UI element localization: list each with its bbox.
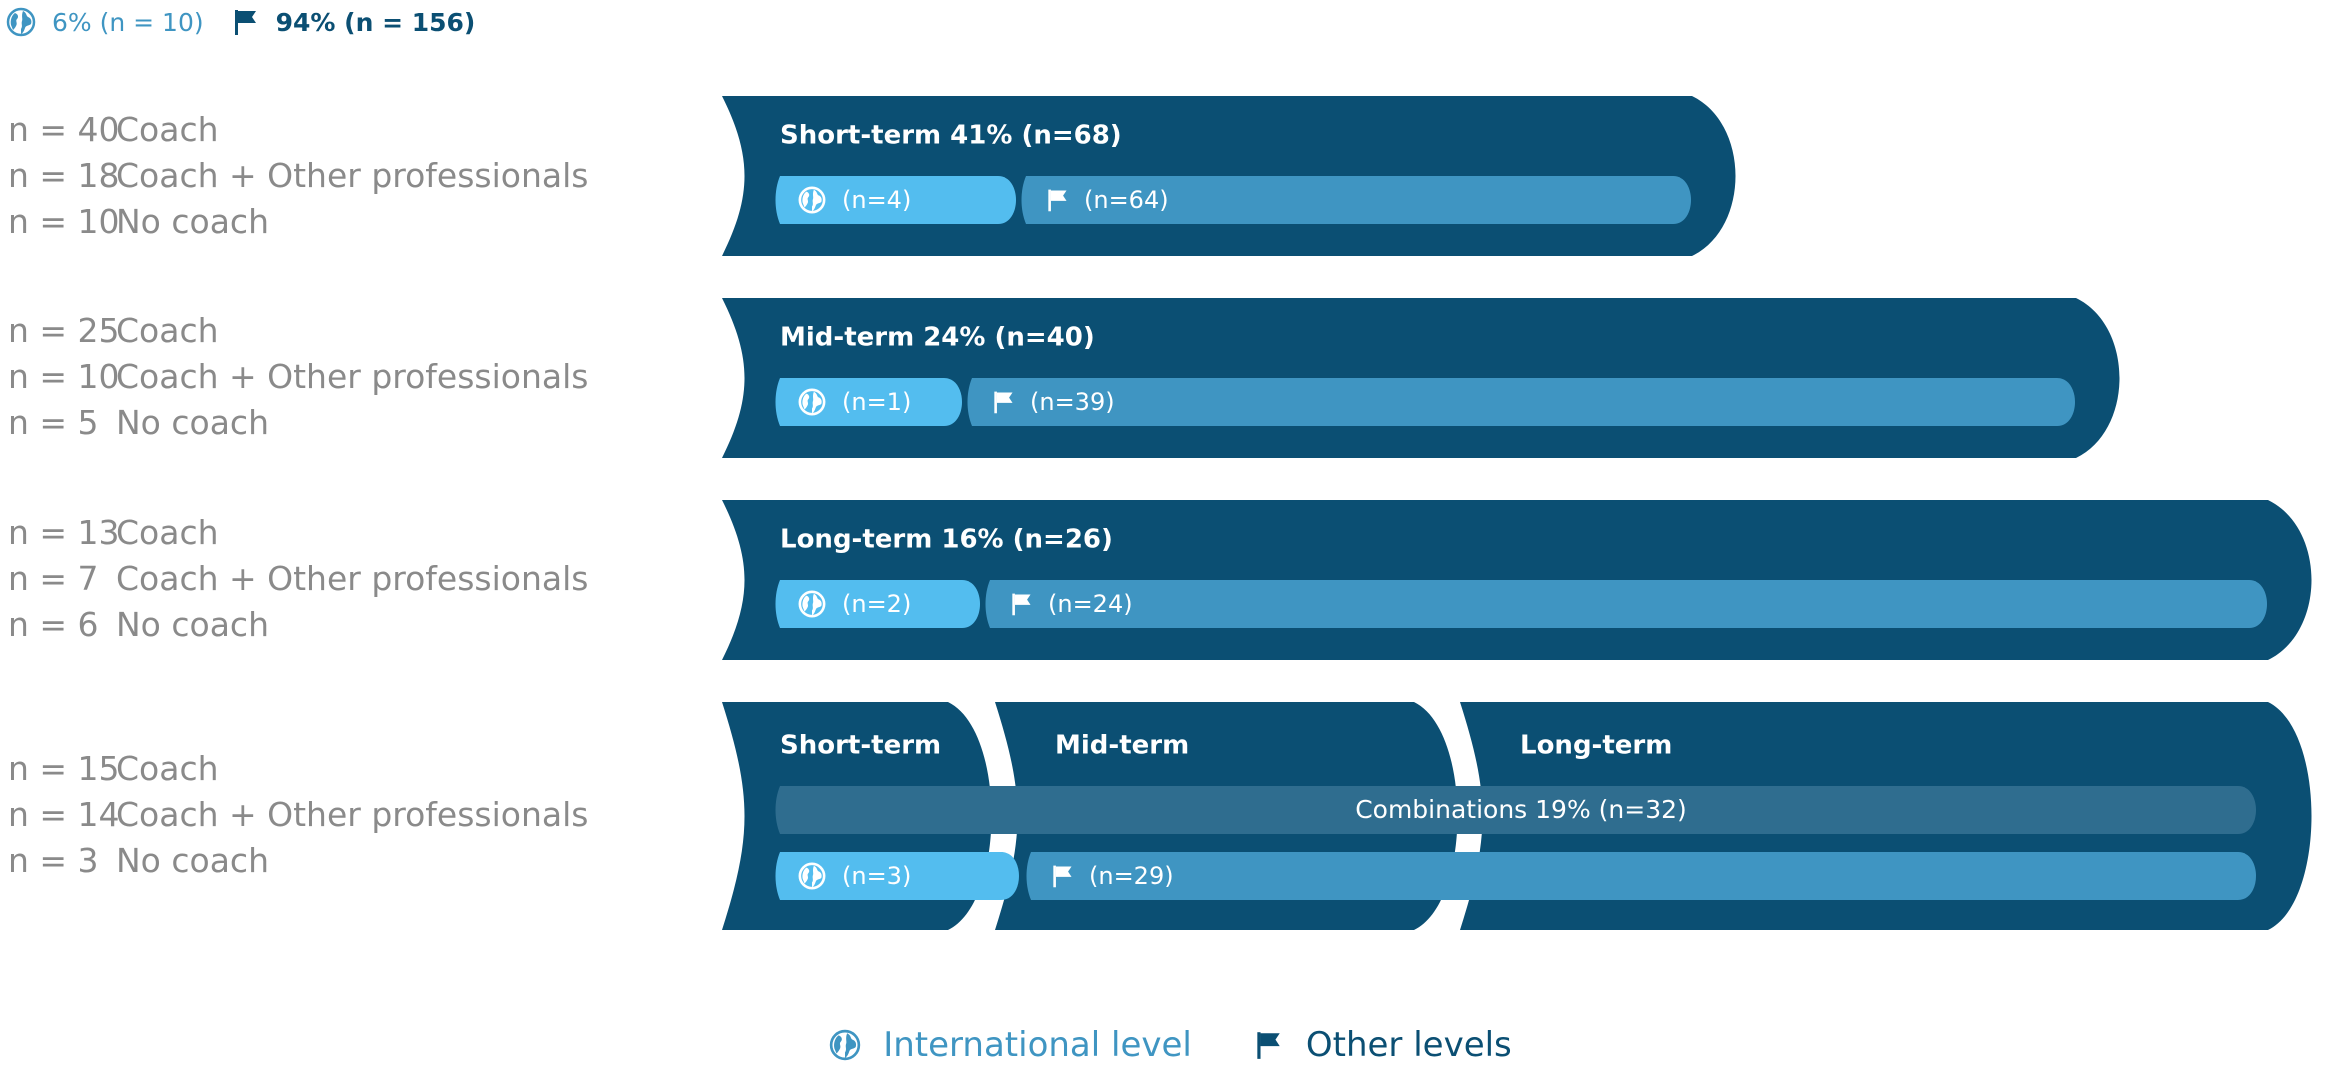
other-levels-bar (967, 378, 2075, 426)
international-count: (n=4) (842, 186, 911, 214)
group-row-label: Coach (116, 512, 219, 552)
globe-icon (798, 388, 826, 416)
flag-icon (1012, 593, 1031, 616)
group-row-count: n = 25 (8, 310, 120, 350)
group-row-count: n = 3 (8, 840, 99, 880)
group-row-count: n = 40 (8, 109, 120, 149)
globe-icon (830, 1029, 861, 1061)
group-row: n = 5 No coach (8, 399, 588, 445)
group-row-count: n = 14 (8, 794, 120, 834)
other-count: (n=24) (1048, 590, 1133, 618)
other-count: (n=64) (1084, 186, 1169, 214)
combinations-band (775, 786, 2256, 834)
international-count: (n=3) (842, 862, 911, 890)
group-row-count: n = 10 (8, 201, 120, 241)
group-row-count: n = 5 (8, 402, 99, 442)
globe-icon (798, 186, 826, 214)
international-bar (775, 852, 1019, 900)
legend-international: International level (829, 1025, 1192, 1065)
flag-icon (994, 391, 1013, 414)
group-row-label: Coach + Other professionals (116, 794, 589, 834)
legend-international-label: International level (883, 1025, 1192, 1065)
flag-icon (1053, 865, 1072, 888)
group-row-count: n = 6 (8, 604, 99, 644)
group-row-label: Coach (116, 310, 219, 350)
international-bar (775, 580, 980, 628)
group-row-label: Coach (116, 109, 219, 149)
international-bar (775, 378, 962, 426)
globe-icon (798, 862, 826, 890)
combination-segment-title: Short-term (780, 731, 941, 761)
international-bar (775, 176, 1016, 224)
summary-legend: 6% (n = 10) 94% (n = 156) (6, 4, 501, 40)
group-row-label: No coach (116, 402, 269, 442)
other-levels-bar (985, 580, 2267, 628)
summary-international: 6% (n = 10) (6, 7, 204, 37)
group-row-count: n = 18 (8, 155, 120, 195)
group-row-count: n = 13 (8, 512, 120, 552)
group-row-count: n = 7 (8, 558, 99, 598)
duration-bar-title: Long-term 16% (n=26) (780, 525, 1113, 555)
group-row-label: No coach (116, 604, 269, 644)
summary-international-value: 6% (n = 10) (52, 7, 204, 37)
group-row: n = 7 Coach + Other professionals (8, 555, 588, 601)
group-row-label: No coach (116, 840, 269, 880)
other-count: (n=29) (1089, 862, 1174, 890)
group-row-label: No coach (116, 201, 269, 241)
combination-segment-title: Mid-term (1055, 731, 1189, 761)
globe-icon (798, 590, 826, 618)
group-row-label: Coach + Other professionals (116, 356, 589, 396)
other-count: (n=39) (1030, 388, 1115, 416)
flag-icon (1048, 189, 1067, 212)
group-row-label: Coach + Other professionals (116, 155, 589, 195)
group-row: n = 3 No coach (8, 837, 588, 883)
other-levels-bar (1021, 176, 1691, 224)
other-levels-bar (1026, 852, 2256, 900)
legend-other: Other levels (1252, 1025, 1512, 1065)
summary-other-value: 94% (n = 156) (275, 7, 476, 37)
international-count: (n=2) (842, 590, 911, 618)
group-row-label: Coach + Other professionals (116, 558, 589, 598)
group-row: n = 6 No coach (8, 601, 588, 647)
legend: International level Other levels (0, 1020, 2341, 1070)
flag-icon (234, 10, 256, 35)
combination-segment-title: Long-term (1520, 731, 1672, 761)
duration-bar-title: Short-term 41% (n=68) (780, 121, 1122, 151)
flag-icon (1257, 1032, 1280, 1059)
duration-bar-title: Mid-term 24% (n=40) (780, 323, 1095, 353)
combinations-label: Combinations 19% (n=32) (1355, 795, 1687, 824)
group-row-label: Coach (116, 748, 219, 788)
globe-icon (6, 7, 36, 37)
group-row-count: n = 15 (8, 748, 120, 788)
summary-other: 94% (n = 156) (230, 7, 476, 37)
international-count: (n=1) (842, 388, 911, 416)
legend-other-label: Other levels (1305, 1025, 1512, 1065)
group-row-count: n = 10 (8, 356, 120, 396)
